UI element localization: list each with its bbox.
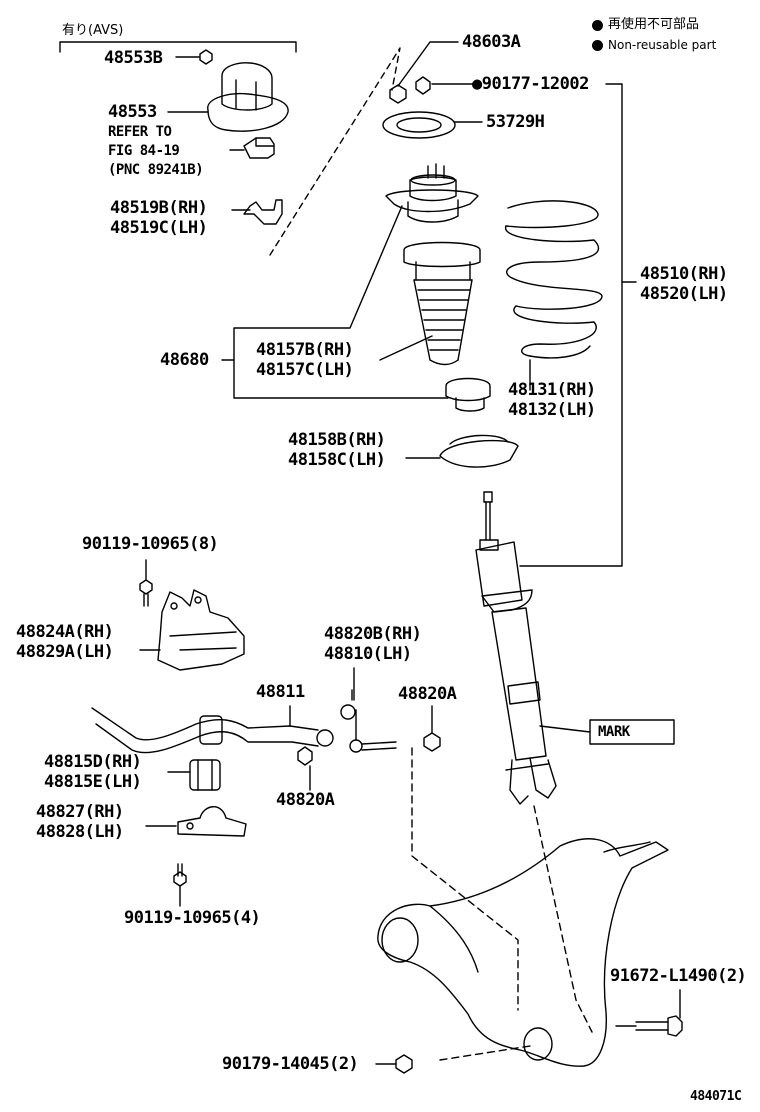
callout-48157c: 48157C(LH) (256, 360, 354, 380)
callout-refer-2: FIG 84-19 (108, 143, 180, 159)
callout-refer-1: REFER TO (108, 124, 172, 140)
nut-90177-icon (415, 76, 431, 95)
washer-53729h-icon (382, 111, 456, 139)
callout-48157b: 48157B(RH) (256, 340, 354, 360)
callout-refer-3: (PNC 89241B) (108, 162, 204, 178)
stabilizer-bar-icon (91, 707, 334, 754)
callout-48680: 48680 (160, 350, 209, 370)
callout-48820a-top: 48820A (398, 684, 457, 704)
nut-48820a-bottom-icon (297, 746, 313, 766)
bolt-90119-icon (139, 579, 153, 607)
callout-53729h: 53729H (486, 112, 545, 132)
top-mount-icon (385, 163, 479, 223)
legend-text-en: Non-reusable part (608, 38, 717, 52)
group-48680-bracket (233, 205, 449, 399)
document-id: 484071C (690, 1089, 742, 1104)
stabilizer-bracket-icon (157, 589, 245, 671)
coil-spring-icon (505, 200, 603, 359)
stabilizer-link-icon (340, 689, 397, 753)
callout-48827: 48827(RH) (36, 802, 124, 822)
callout-90119-4: 90119-10965(4) (124, 908, 261, 928)
avs-label: 有り(AVS) (62, 23, 124, 38)
legend-dot-1 (592, 20, 603, 31)
nut-48603a-icon (389, 84, 407, 104)
nut-90179-icon (395, 1054, 413, 1074)
shock-absorber-icon (475, 491, 557, 805)
callout-48553b: 48553B (104, 48, 163, 68)
callout-48829a: 48829A(LH) (16, 642, 114, 662)
callout-48810: 48810(LH) (324, 644, 412, 664)
callout-90177: ●90177-12002 (472, 74, 589, 94)
bolt-90119-lower-icon (173, 863, 187, 887)
cap-48553-icon (207, 62, 289, 132)
callout-48510: 48510(RH) (640, 264, 728, 284)
callout-90179: 90179-14045(2) (222, 1054, 359, 1074)
bump-stopper-icon (445, 377, 491, 412)
legend-dot-2 (592, 40, 603, 51)
callout-48820b: 48820B(RH) (324, 624, 422, 644)
callout-91672: 91672-L1490(2) (610, 966, 747, 986)
nut-48820a-top-icon (423, 732, 441, 752)
callout-48158b: 48158B(RH) (288, 430, 386, 450)
callout-48158c: 48158C(LH) (288, 450, 386, 470)
callout-48520: 48520(LH) (640, 284, 728, 304)
callout-48131: 48131(RH) (508, 380, 596, 400)
lower-arm-icon (377, 838, 669, 1067)
bushing-48815-icon (189, 759, 221, 791)
callout-48603a: 48603A (462, 32, 521, 52)
mark-label: MARK (598, 724, 630, 740)
callout-48824a: 48824A(RH) (16, 622, 114, 642)
bellows-48157-icon (403, 241, 481, 366)
callout-48815d: 48815D(RH) (44, 752, 142, 772)
bolt-91672-icon (635, 1015, 683, 1037)
callout-48815e: 48815E(LH) (44, 772, 142, 792)
callout-48820a-bottom: 48820A (276, 790, 335, 810)
callout-48811: 48811 (256, 682, 305, 702)
callout-48519c: 48519C(LH) (110, 218, 208, 238)
callout-48828: 48828(LH) (36, 822, 124, 842)
nut-48553b-icon (199, 49, 213, 65)
callout-48553: 48553 (108, 102, 157, 122)
connector-icon (243, 137, 275, 159)
clamp-bracket-icon (177, 806, 247, 837)
callout-48519b: 48519B(RH) (110, 198, 208, 218)
callout-48132: 48132(LH) (508, 400, 596, 420)
spring-seat-icon (439, 434, 519, 468)
bracket-48519-icon (243, 199, 283, 225)
callout-90119-8: 90119-10965(8) (82, 534, 219, 554)
avs-bracket (59, 41, 297, 53)
legend-text-jp: 再使用不可部品 (608, 17, 700, 32)
